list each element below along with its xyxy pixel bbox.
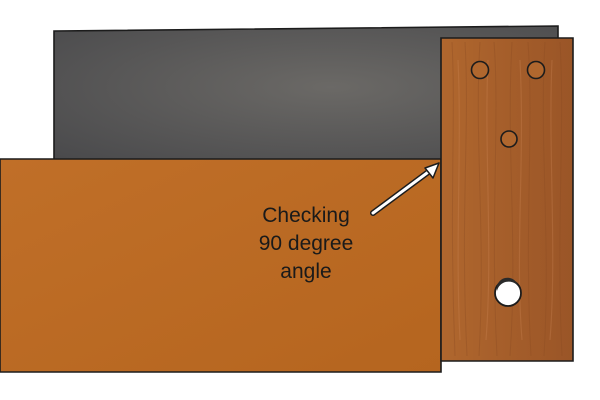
wood-grain <box>451 41 563 357</box>
wooden-board <box>0 158 442 373</box>
rivet-hole <box>526 60 546 80</box>
hanging-hole <box>494 277 522 307</box>
annotation-line: angle <box>280 260 331 283</box>
pointer-arrow <box>370 162 440 216</box>
wood-grain-light <box>457 59 554 341</box>
try-square-stock <box>440 37 574 362</box>
rivet-hole <box>470 60 490 80</box>
annotation-line: 90 degree <box>259 232 354 255</box>
annotation-line: Checking <box>262 204 350 227</box>
stock-body <box>440 37 574 362</box>
annotation-label: Checking 90 degree angle <box>259 204 354 283</box>
rivet-hole <box>500 130 518 148</box>
